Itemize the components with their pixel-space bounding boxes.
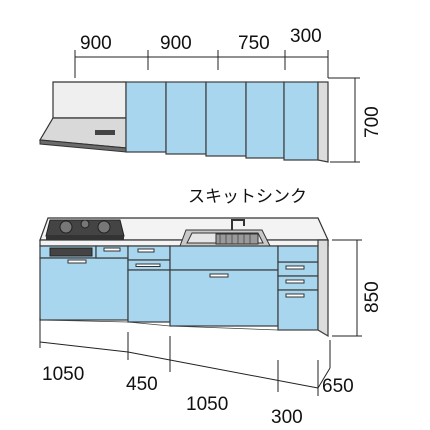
base-height-dimension — [332, 239, 362, 337]
lower-door — [39, 257, 129, 321]
base-width-dimension — [39, 318, 331, 396]
upper-width-2: 900 — [160, 33, 192, 54]
base-width-1: 1050 — [42, 364, 84, 385]
upper-cabinet-doors — [125, 81, 329, 163]
lower-door — [169, 269, 279, 327]
upper-height-label: 700 — [362, 106, 383, 138]
base-cabinet — [39, 239, 329, 338]
sink — [179, 219, 271, 247]
upper-door — [283, 81, 319, 161]
depth-label: 650 — [322, 376, 354, 397]
upper-door — [125, 81, 167, 153]
lower-door — [127, 269, 171, 323]
base-width-2: 450 — [126, 374, 158, 395]
upper-width-1: 900 — [80, 33, 112, 54]
cooktop — [45, 219, 125, 240]
upper-door — [165, 81, 207, 155]
base-height-label: 850 — [362, 281, 383, 313]
range-hood — [39, 81, 127, 153]
upper-dimension-line — [74, 50, 329, 78]
base-width-3: 1050 — [186, 394, 228, 415]
lower-drawer — [127, 245, 171, 261]
upper-width-4: 300 — [290, 26, 322, 47]
sink-label: スキットシンク — [188, 187, 307, 207]
upper-door — [205, 81, 247, 157]
upper-door — [245, 81, 285, 159]
upper-width-3: 750 — [238, 33, 270, 54]
base-width-4: 300 — [271, 407, 303, 428]
upper-height-dimension — [328, 77, 360, 163]
lower-drawer — [169, 245, 279, 271]
